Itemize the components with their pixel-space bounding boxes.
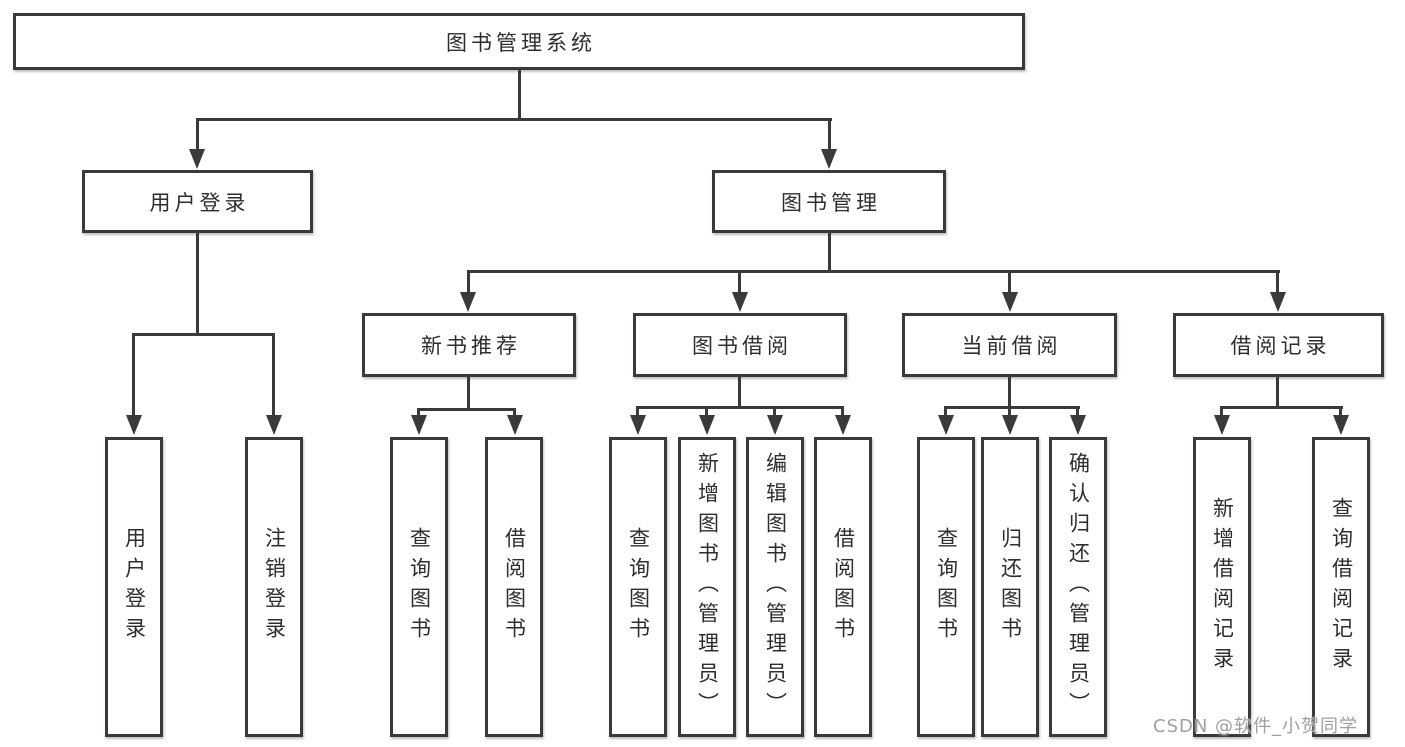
arrow-down-icon <box>630 415 646 435</box>
connector-drop-leaf <box>773 406 776 419</box>
node-user-login: 用户登录 <box>82 170 313 233</box>
connector-user-login-branch <box>132 333 275 336</box>
connector-drop-user-login <box>196 118 199 152</box>
connector-book-management-branch <box>467 270 1280 273</box>
leaf-borrow-books-borrowing: 借阅图书 <box>814 437 872 737</box>
connector-drop-leaf <box>841 406 844 419</box>
arrow-down-icon <box>507 415 523 435</box>
arrow-down-icon <box>266 415 282 435</box>
arrow-down-icon <box>821 149 837 169</box>
leaf-add-borrow-record: 新增借阅记录 <box>1193 437 1251 737</box>
connector-drop-new-book <box>467 270 470 296</box>
leaf-edit-books-admin: 编辑图书（管理员） <box>746 437 804 737</box>
arrow-down-icon <box>1270 292 1286 312</box>
node-root: 图书管理系统 <box>13 13 1025 70</box>
node-current-borrowing-label: 当前借阅 <box>961 334 1062 358</box>
csdn-watermark: CSDN @软件_小贺同学 <box>1153 716 1359 737</box>
arrow-down-icon <box>699 415 715 435</box>
connector-current-borrowing-stem <box>1008 376 1011 408</box>
arrow-down-icon <box>1002 292 1018 312</box>
arrow-down-icon <box>411 415 427 435</box>
connector-drop-leaf <box>1220 406 1223 419</box>
arrow-down-icon <box>835 415 851 435</box>
connector-root-branch <box>196 118 832 121</box>
connector-new-book-branch <box>417 408 516 411</box>
leaf-query-books-borrowing: 查询图书 <box>609 437 667 737</box>
leaf-confirm-return-admin: 确认归还（管理员） <box>1049 437 1107 737</box>
arrow-down-icon <box>1070 415 1086 435</box>
connector-borrowing-records-stem <box>1276 376 1279 408</box>
arrow-down-icon <box>460 292 476 312</box>
connector-book-management-stem <box>828 232 831 273</box>
leaf-query-books-current: 查询图书 <box>917 437 975 737</box>
arrow-down-icon <box>767 415 783 435</box>
arrow-down-icon <box>732 292 748 312</box>
arrow-down-icon <box>938 415 954 435</box>
connector-root-stem <box>518 69 521 120</box>
node-book-borrowing: 图书借阅 <box>633 313 847 377</box>
connector-drop-current-borrowing <box>1008 270 1011 296</box>
node-root-label: 图书管理系统 <box>446 30 596 55</box>
leaf-logout: 注销登录 <box>245 437 303 737</box>
node-new-book-recommend-label: 新书推荐 <box>421 334 521 358</box>
connector-drop-leaf <box>417 408 420 420</box>
node-borrowing-records-label: 借阅记录 <box>1230 334 1331 358</box>
connector-drop-leaf <box>1008 406 1011 419</box>
connector-user-login-stem <box>196 232 199 335</box>
connector-drop-leaf <box>132 333 135 417</box>
connector-current-borrowing-branch <box>944 406 1080 409</box>
connector-borrowing-records-branch <box>1220 406 1343 409</box>
connector-drop-borrowing-records <box>1276 270 1279 296</box>
leaf-user-login: 用户登录 <box>105 437 163 737</box>
node-new-book-recommend: 新书推荐 <box>362 313 576 377</box>
connector-drop-leaf <box>1339 406 1342 419</box>
connector-drop-leaf <box>1076 406 1079 419</box>
connector-drop-leaf <box>944 406 947 419</box>
arrow-down-icon <box>189 149 205 169</box>
leaf-query-borrow-record: 查询借阅记录 <box>1312 437 1370 737</box>
connector-drop-leaf <box>705 406 708 419</box>
leaf-return-books: 归还图书 <box>981 437 1039 737</box>
node-user-login-label: 用户登录 <box>149 190 250 215</box>
connector-book-borrowing-branch <box>636 406 844 409</box>
leaf-query-books-recommend: 查询图书 <box>390 437 448 737</box>
connector-drop-leaf <box>636 406 639 419</box>
connector-drop-leaf <box>513 408 516 420</box>
connector-drop-book-management <box>828 118 831 152</box>
node-borrowing-records: 借阅记录 <box>1173 313 1384 377</box>
arrow-down-icon <box>1333 415 1349 435</box>
node-book-borrowing-label: 图书借阅 <box>692 334 792 358</box>
connector-book-borrowing-stem <box>738 376 741 408</box>
node-book-management: 图书管理 <box>712 170 946 233</box>
arrow-down-icon <box>1214 415 1230 435</box>
arrow-down-icon <box>126 415 142 435</box>
arrow-down-icon <box>1002 415 1018 435</box>
connector-drop-book-borrowing <box>738 270 741 296</box>
connector-drop-leaf <box>272 333 275 417</box>
leaf-borrow-books-recommend: 借阅图书 <box>485 437 543 737</box>
node-current-borrowing: 当前借阅 <box>902 313 1117 377</box>
leaf-add-books-admin: 新增图书（管理员） <box>678 437 736 737</box>
connector-new-book-stem <box>467 376 470 410</box>
node-book-management-label: 图书管理 <box>781 190 881 215</box>
